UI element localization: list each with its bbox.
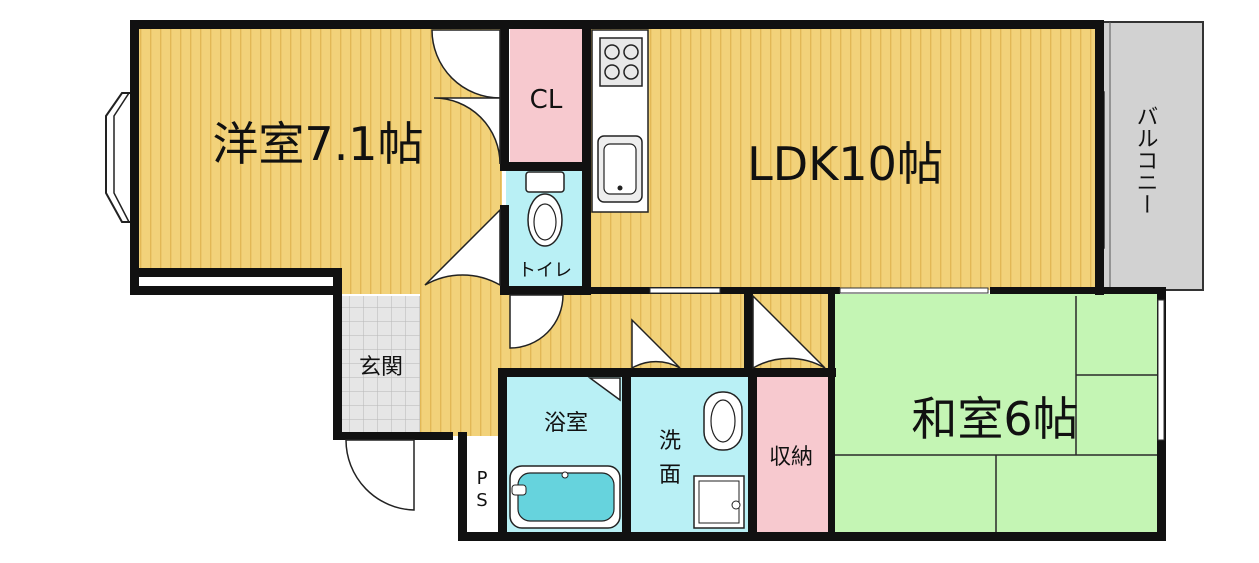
bathtub-icon	[509, 465, 621, 529]
doors	[345, 29, 826, 511]
bath-label: 浴室	[544, 411, 588, 436]
entrance-label: 玄関	[359, 355, 403, 380]
tatami-lines	[834, 296, 1158, 532]
balcony-floor	[1103, 22, 1203, 290]
washbasin-icon	[703, 391, 743, 451]
western-room-label: 洋室7.1帖	[212, 117, 423, 171]
washing-machine-icon	[693, 475, 745, 529]
windows	[649, 287, 1165, 441]
storage-floor	[756, 376, 832, 534]
storage-label: 収納	[769, 445, 813, 470]
room-labels: 洋室7.1帖 LDK10帖 和室6帖 CL トイレ 玄関 浴室 洗 面 収納 P…	[212, 85, 1157, 511]
ps-label-1: P	[477, 468, 488, 489]
kitchen-counter	[591, 29, 649, 213]
ps-label-2: S	[476, 490, 487, 511]
closet-floor	[510, 28, 584, 164]
balcony-label: バルコニー	[1133, 105, 1158, 215]
ps-floor	[466, 440, 500, 532]
ldk-label: LDK10帖	[747, 137, 943, 191]
toilet-label: トイレ	[518, 260, 572, 281]
ldk-floor	[588, 28, 1096, 290]
stove-icon	[599, 37, 643, 87]
wash-label-1: 洗	[659, 429, 681, 454]
japanese-room-label: 和室6帖	[911, 392, 1078, 446]
closet-label: CL	[530, 85, 563, 115]
toilet-icon	[525, 171, 565, 247]
wash-label-2: 面	[659, 463, 681, 488]
floor-fills	[137, 22, 1203, 534]
western-room-floor	[137, 28, 502, 273]
entrance-floor	[342, 296, 420, 436]
